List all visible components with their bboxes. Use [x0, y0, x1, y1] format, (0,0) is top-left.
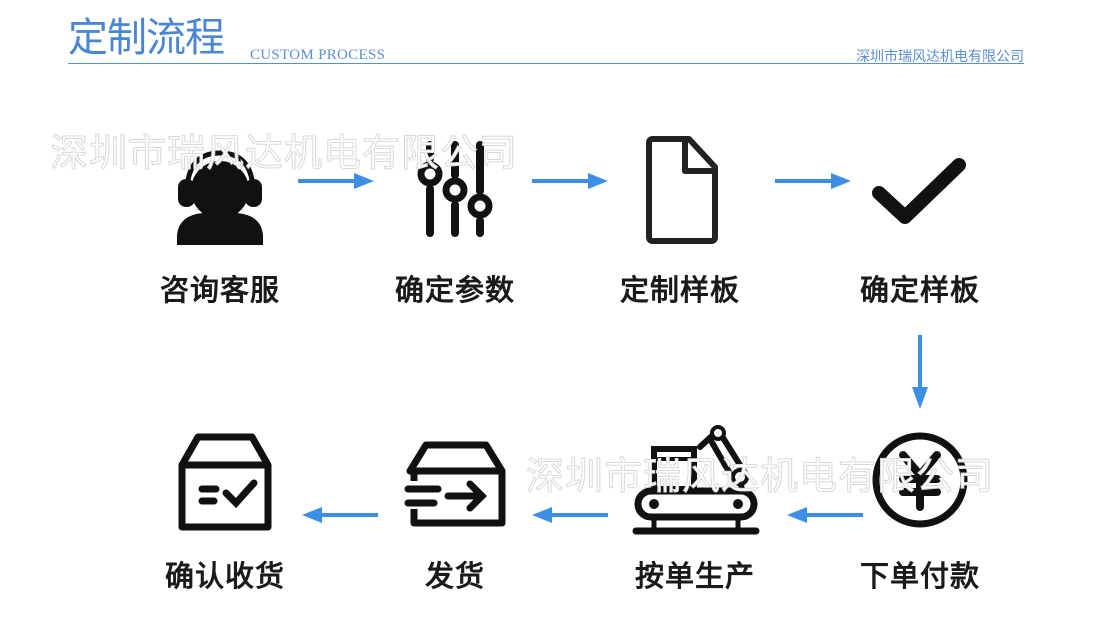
arrow-left-icon [532, 507, 608, 523]
step-shipping: 发货 [375, 425, 535, 595]
factory-robot-arm-icon [632, 425, 760, 535]
step-confirm-receipt: 确认收货 [145, 425, 305, 595]
checkmark-icon [865, 135, 975, 245]
arrow-left-icon [787, 507, 863, 523]
step-confirm-sample: 确定样板 [840, 135, 1000, 309]
step-custom-sample: 定制样板 [600, 135, 760, 309]
company-name: 深圳市瑞风达机电有限公司 [856, 49, 1024, 65]
step-label: 按单生产 [634, 559, 755, 593]
document-icon [625, 135, 735, 245]
step-confirm-parameters: 确定参数 [375, 135, 535, 309]
step-label: 定制样板 [619, 273, 740, 307]
box-shipping-icon [400, 425, 510, 535]
step-label: 咨询客服 [159, 273, 280, 307]
customer-service-headset-icon [165, 135, 275, 247]
arrow-left-icon [302, 507, 378, 523]
sliders-icon [400, 135, 510, 245]
page-title: 定制流程 [68, 15, 225, 61]
step-production: 按单生产 [615, 425, 775, 595]
step-label: 发货 [424, 559, 485, 593]
box-check-icon [170, 425, 280, 535]
step-consult: 咨询客服 [140, 135, 300, 309]
yen-coin-icon [865, 425, 975, 535]
header: 定制流程 CUSTOM PROCESS 深圳市瑞风达机电有限公司 [68, 10, 1024, 66]
header-divider [68, 63, 1024, 64]
arrow-right-icon [298, 173, 374, 189]
arrow-down-icon [912, 335, 928, 409]
step-label: 确定样板 [859, 273, 980, 307]
arrow-right-icon [775, 173, 851, 189]
step-label: 确定参数 [394, 273, 515, 307]
step-label: 确认收货 [164, 559, 285, 593]
page-subtitle: CUSTOM PROCESS [250, 47, 386, 63]
step-label: 下单付款 [859, 559, 980, 593]
step-order-payment: 下单付款 [840, 425, 1000, 595]
arrow-right-icon [532, 173, 608, 189]
